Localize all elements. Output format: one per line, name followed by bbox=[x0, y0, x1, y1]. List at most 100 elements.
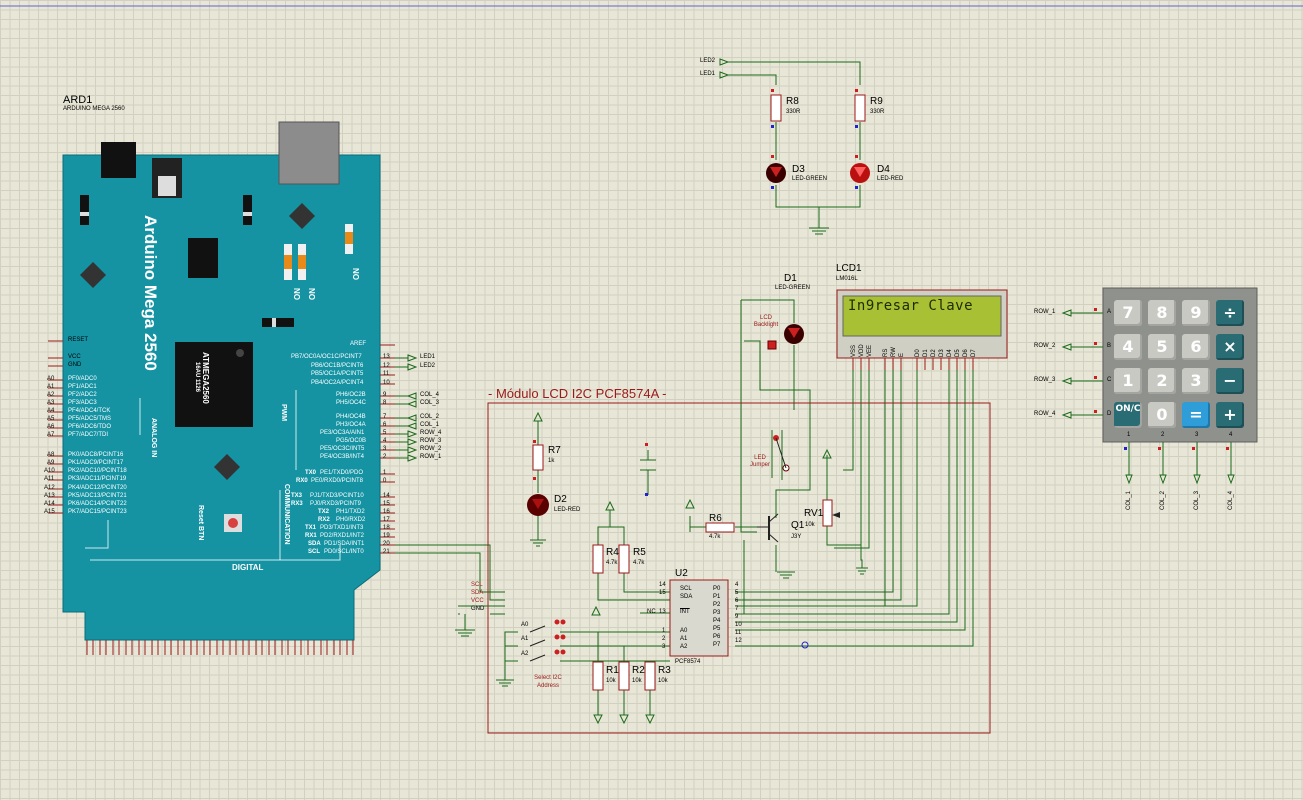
resistor-r3[interactable] bbox=[644, 661, 656, 691]
net-label-led1-top[interactable]: LED1 bbox=[700, 71, 716, 77]
key-8[interactable]: 8 bbox=[1148, 300, 1176, 326]
net-label-row3-keypad[interactable]: ROW_3 bbox=[1034, 377, 1056, 383]
chip-u2[interactable] bbox=[669, 579, 729, 657]
pin-number: 1 bbox=[383, 470, 387, 476]
resistor-r7[interactable] bbox=[532, 444, 544, 471]
key-equals[interactable]: = bbox=[1182, 402, 1210, 428]
col-number-3: 3 bbox=[1195, 432, 1199, 438]
pin-label: A7 bbox=[47, 432, 55, 438]
resistor-r6[interactable] bbox=[705, 522, 735, 533]
key-5[interactable]: 5 bbox=[1148, 334, 1176, 360]
net-label-col4[interactable]: COL_4 bbox=[420, 392, 440, 398]
pin-name: PH0/RXD2 bbox=[336, 517, 366, 523]
net-label-col2[interactable]: COL_2 bbox=[420, 414, 440, 420]
net-label-row4[interactable]: ROW_4 bbox=[420, 430, 442, 436]
pin-label: A3 bbox=[47, 400, 55, 406]
led-d1[interactable] bbox=[784, 324, 804, 344]
r6-ref: R6 bbox=[709, 513, 722, 524]
net-label-led2-top[interactable]: LED2 bbox=[700, 58, 716, 64]
u2-pinnum-6: 6 bbox=[735, 598, 739, 604]
transistor-q1[interactable] bbox=[757, 513, 779, 543]
key-9[interactable]: 9 bbox=[1182, 300, 1210, 326]
arduino-board[interactable] bbox=[62, 121, 381, 641]
key-divide[interactable]: ÷ bbox=[1216, 300, 1244, 326]
u2-ref: U2 bbox=[675, 568, 688, 579]
row-letter-d: D bbox=[1107, 411, 1112, 417]
pin-name: PK1/ADC9/PCINT17 bbox=[68, 460, 124, 466]
led-d3[interactable] bbox=[766, 163, 786, 183]
net-label-led1[interactable]: LED1 bbox=[420, 354, 436, 360]
u2-pinnum-15: 15 bbox=[659, 590, 666, 596]
bus-label-sda: SDA bbox=[471, 590, 484, 596]
lcd-pin-d2: D2 bbox=[931, 349, 937, 357]
key-on-clear[interactable]: ON/C bbox=[1114, 402, 1142, 428]
resistor-r1[interactable] bbox=[592, 661, 604, 691]
net-label-row1-keypad[interactable]: ROW_1 bbox=[1034, 309, 1056, 315]
key-4[interactable]: 4 bbox=[1114, 334, 1142, 360]
key-1[interactable]: 1 bbox=[1114, 368, 1142, 394]
r8-value: 330R bbox=[786, 109, 801, 115]
u2-pin-int: INT bbox=[680, 609, 690, 615]
key-multiply[interactable]: × bbox=[1216, 334, 1244, 360]
pin-label: A0 bbox=[47, 376, 55, 382]
r4-value: 4.7k bbox=[606, 560, 618, 566]
comm-label: TX3 bbox=[291, 493, 303, 499]
net-label-col1-keypad[interactable]: COL_1 bbox=[1126, 490, 1132, 510]
u2-pin-sda: SDA bbox=[680, 594, 693, 600]
comm-label: SCL bbox=[308, 549, 320, 555]
r7-value: 1k bbox=[548, 458, 555, 464]
arduino-right-pins bbox=[380, 344, 395, 554]
net-label-col3-keypad[interactable]: COL_3 bbox=[1194, 490, 1200, 510]
resistor-r5[interactable] bbox=[618, 544, 630, 574]
u2-pinnum-2: 2 bbox=[662, 636, 666, 642]
net-label-col3[interactable]: COL_3 bbox=[420, 400, 440, 406]
pin-number: 2 bbox=[383, 454, 387, 460]
lcd-ref: LCD1 bbox=[836, 263, 862, 274]
pin-name: PH6/OC2B bbox=[336, 392, 366, 398]
led-d2[interactable] bbox=[527, 494, 549, 516]
net-label-col1[interactable]: COL_1 bbox=[420, 422, 440, 428]
resistor-r9[interactable] bbox=[854, 94, 866, 122]
comm-label: TX2 bbox=[318, 509, 330, 515]
pin-name: PB6/OC1B/PCINT6 bbox=[311, 363, 364, 369]
key-7[interactable]: 7 bbox=[1114, 300, 1142, 326]
resistor-r8[interactable] bbox=[770, 94, 782, 122]
key-3[interactable]: 3 bbox=[1182, 368, 1210, 394]
net-label-row4-keypad[interactable]: ROW_4 bbox=[1034, 411, 1056, 417]
net-label-row1[interactable]: ROW_1 bbox=[420, 454, 442, 460]
pin-label: A9 bbox=[47, 460, 55, 466]
u2-pinnum-1: 1 bbox=[662, 628, 666, 634]
lcd-display[interactable] bbox=[836, 289, 1008, 359]
comm-label: TX0 bbox=[305, 470, 317, 476]
address-switches[interactable] bbox=[529, 619, 566, 662]
key-2[interactable]: 2 bbox=[1148, 368, 1176, 394]
net-label-row2[interactable]: ROW_2 bbox=[420, 446, 442, 452]
net-label-col2-keypad[interactable]: COL_2 bbox=[1160, 490, 1166, 510]
net-label-col4-keypad[interactable]: COL_4 bbox=[1228, 490, 1234, 510]
key-0[interactable]: 0 bbox=[1148, 402, 1176, 428]
key-6[interactable]: 6 bbox=[1182, 334, 1210, 360]
keypad-wiring bbox=[1061, 309, 1235, 485]
pin-number: 14 bbox=[383, 493, 390, 499]
net-label-led2[interactable]: LED2 bbox=[420, 363, 436, 369]
on-label-1: ON bbox=[293, 288, 302, 300]
pin-label: A10 bbox=[44, 468, 55, 474]
potentiometer-rv1[interactable] bbox=[822, 499, 840, 527]
pin-name: PJ0/RXD3/PCINT9 bbox=[310, 501, 362, 507]
u2-pin-a0: A0 bbox=[680, 628, 688, 634]
switch-label-a2: A2 bbox=[521, 651, 529, 657]
lcd-backlight-jumper[interactable] bbox=[767, 340, 790, 472]
arduino-ref: ARD1 bbox=[63, 94, 93, 106]
resistor-r2[interactable] bbox=[618, 661, 630, 691]
chip-sub-label: 16AU 1126 bbox=[194, 362, 200, 393]
key-plus[interactable]: + bbox=[1216, 402, 1244, 428]
net-label-row3[interactable]: ROW_3 bbox=[420, 438, 442, 444]
key-minus[interactable]: − bbox=[1216, 368, 1244, 394]
pin-label: VCC bbox=[68, 354, 81, 360]
net-label-row2-keypad[interactable]: ROW_2 bbox=[1034, 343, 1056, 349]
led-d4[interactable] bbox=[850, 163, 870, 183]
resistor-r4[interactable] bbox=[592, 544, 604, 574]
on-label-2: ON bbox=[308, 288, 317, 300]
pin-name: AREF bbox=[350, 341, 367, 347]
